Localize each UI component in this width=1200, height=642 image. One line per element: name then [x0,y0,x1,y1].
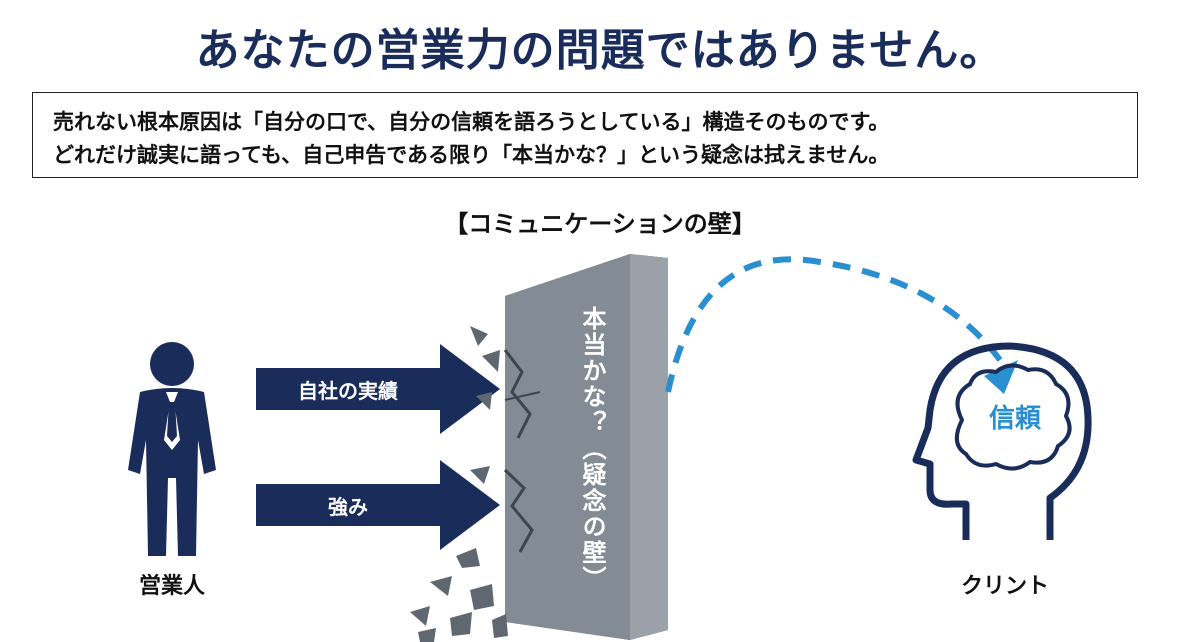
arrow-label-strengths: 強み [328,495,368,519]
explanation-line-2: どれだけ誠実に語っても、自己申告である限り「本当かな？」という疑念は拭えません。 [53,143,890,167]
arrow-track-record [256,344,500,434]
diagram-heading: 【コミュニケーションの壁】 [444,210,756,238]
explanation-box: 売れない根本原因は「自分の口で、自分の信頼を語ろうとしている」構造そのものです。… [32,92,1138,178]
trust-arc-arrowhead [984,360,1018,394]
page-title: あなたの営業力の問題ではありません。 [195,25,1005,76]
wall-of-doubt [503,254,668,640]
explanation-line-1: 売れない根本原因は「自分の口で、自分の信頼を語ろうとしている」構造そのものです。 [53,110,890,134]
arrow-label-track-record: 自社の実績 [298,379,398,403]
salesperson-label: 営業人 [138,574,205,599]
salesperson-icon [128,342,216,556]
arrow-strengths [256,460,500,550]
trust-label: 信頼 [988,404,1041,434]
client-head-icon [912,342,1092,540]
wall-debris [410,326,508,642]
client-label: クリント [960,574,1049,599]
trust-arc [665,256,1003,393]
brain-icon [954,363,1072,471]
wall-of-doubt-label: 本当かな？（疑念の壁） [578,306,606,592]
